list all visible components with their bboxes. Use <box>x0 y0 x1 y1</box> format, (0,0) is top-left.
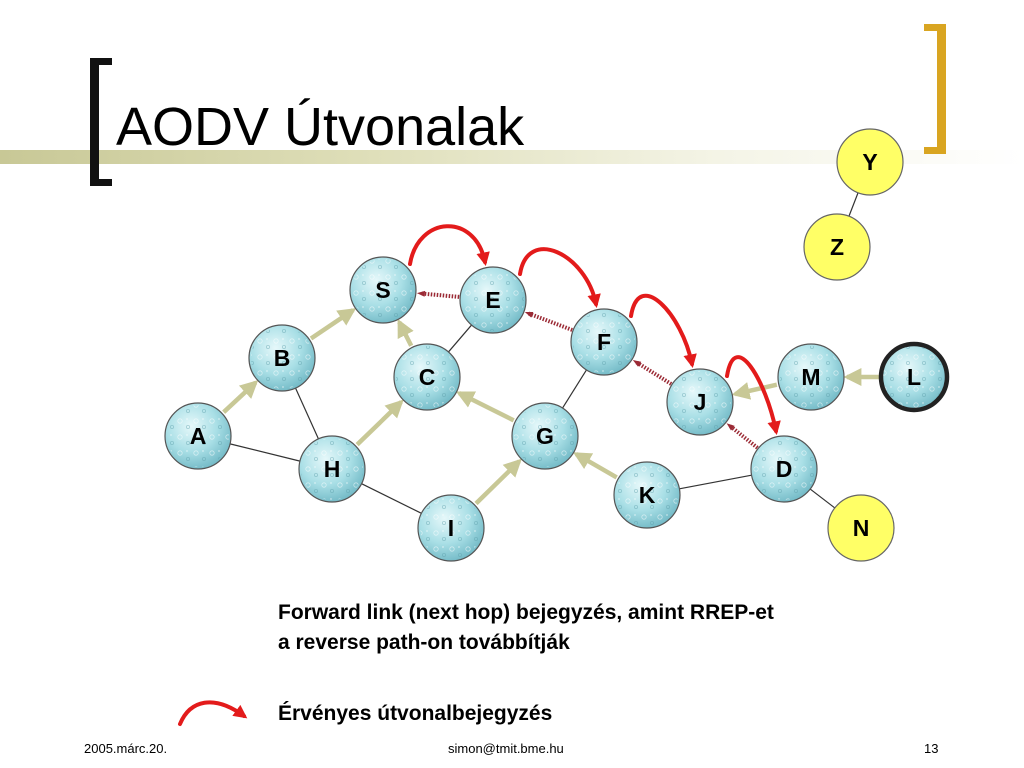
node-label-i: I <box>448 515 454 541</box>
node-label-l: L <box>907 364 921 390</box>
reverse-path-b-s <box>309 308 357 341</box>
node-layer: S E F B C A G H I J K D M L N Y Z <box>164 128 950 562</box>
link-k-d <box>679 474 752 490</box>
node-label-f: F <box>597 329 611 355</box>
footer-date: 2005.márc.20. <box>84 741 168 756</box>
node-label-y: Y <box>862 149 877 175</box>
left-bracket-decoration <box>90 58 112 186</box>
node-label-z: Z <box>830 234 844 260</box>
node-label-h: H <box>324 456 341 482</box>
reverse-path-g-c <box>455 391 515 423</box>
reverse-path-c-s <box>397 318 414 347</box>
node-label-k: K <box>639 482 656 508</box>
link-h-i <box>361 483 422 514</box>
forward-link-j-d <box>725 355 781 436</box>
node-label-e: E <box>485 287 500 313</box>
node-label-a: A <box>190 423 207 449</box>
rrep-e-s <box>416 290 460 299</box>
node-m: M <box>777 343 845 411</box>
link-b-h <box>295 387 319 440</box>
link-f-g <box>562 369 587 409</box>
node-label-m: M <box>801 364 820 390</box>
node-h: H <box>298 435 366 503</box>
rrep-d-j <box>726 423 759 450</box>
node-label-d: D <box>776 456 793 482</box>
legend-label: Érvényes útvonalbejegyzés <box>278 702 553 725</box>
description-line-1: Forward link (next hop) bejegyzés, amint… <box>278 601 774 624</box>
node-a: A <box>164 402 232 470</box>
node-l: L <box>878 341 950 413</box>
node-s: S <box>349 256 417 324</box>
node-label-c: C <box>419 364 436 390</box>
reverse-path-k-g <box>573 452 618 480</box>
node-label-j: J <box>694 389 707 415</box>
reverse-path-a-b <box>222 380 259 414</box>
link-e-c <box>448 324 472 353</box>
link-d-n <box>809 488 836 509</box>
forward-link-layer <box>408 224 781 436</box>
legend-arrow-icon <box>178 700 248 726</box>
right-bracket-decoration <box>924 24 946 154</box>
node-f: F <box>570 308 638 376</box>
link-a-h <box>229 443 301 462</box>
description-line-2: a reverse path-on továbbítják <box>278 631 570 654</box>
link-layer <box>229 192 859 514</box>
forward-link-f-j <box>629 293 697 369</box>
node-k: K <box>613 461 681 529</box>
node-g: G <box>511 402 579 470</box>
rrep-f-e <box>524 311 573 332</box>
reverse-path-i-g <box>474 458 522 506</box>
rrep-j-f <box>632 360 673 386</box>
footer-page-number: 13 <box>924 741 939 756</box>
reverse-path-m-j <box>731 382 778 400</box>
description: Forward link (next hop) bejegyzés, amint… <box>278 598 978 658</box>
node-label-n: N <box>853 515 870 541</box>
node-j: J <box>666 368 734 436</box>
node-e: E <box>459 266 527 334</box>
node-label-b: B <box>274 345 291 371</box>
node-n: N <box>827 494 895 562</box>
forward-link-e-f <box>518 247 601 308</box>
node-label-s: S <box>375 277 390 303</box>
node-i: I <box>417 494 485 562</box>
rrep-layer <box>416 290 759 450</box>
reverse-path-h-c <box>355 399 404 447</box>
node-b: B <box>248 324 316 392</box>
slide-title: AODV Útvonalak <box>116 97 525 157</box>
link-y-z <box>848 192 859 217</box>
node-z: Z <box>803 213 871 281</box>
reverse-path-layer <box>222 308 879 506</box>
node-c: C <box>393 343 461 411</box>
footer-email: simon@tmit.bme.hu <box>448 741 564 756</box>
node-d: D <box>750 435 818 503</box>
node-label-g: G <box>536 423 554 449</box>
node-y: Y <box>836 128 904 196</box>
forward-link-s-e <box>408 224 490 266</box>
title-decoration-bar <box>0 150 1024 164</box>
